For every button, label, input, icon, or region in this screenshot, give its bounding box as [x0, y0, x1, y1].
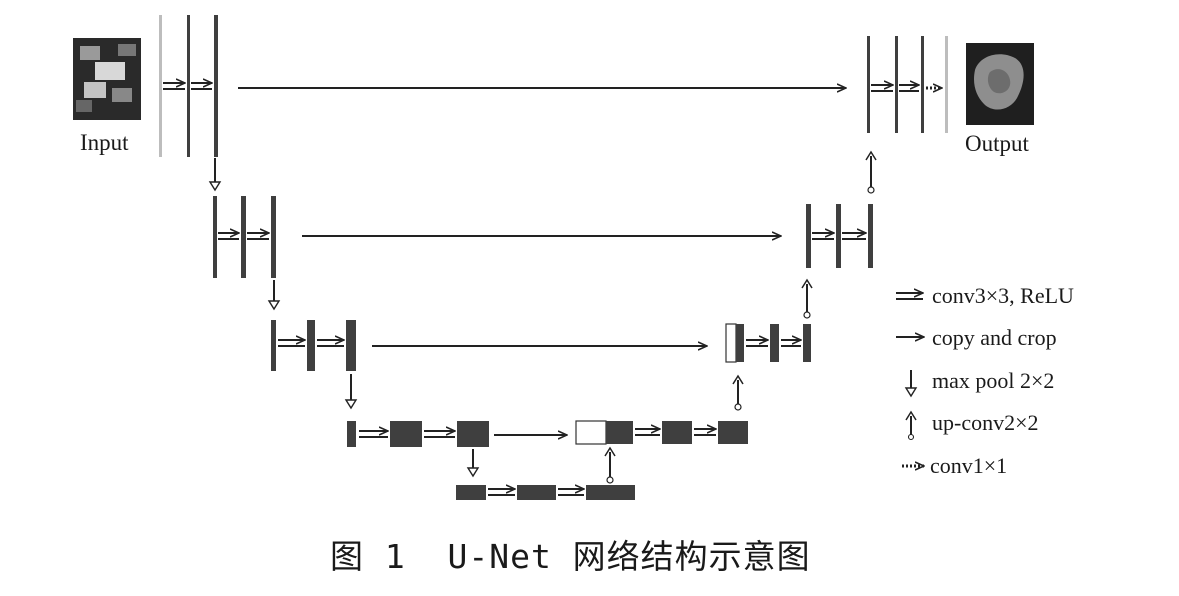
legend-label: copy and crop: [932, 325, 1057, 350]
level3-encoder: [271, 320, 356, 371]
output-image: [966, 43, 1034, 125]
input-image: [73, 38, 141, 120]
double-arrow-icon: [896, 293, 923, 300]
level3-decoder: [725, 323, 811, 363]
up-conv-1: [865, 150, 877, 194]
level2-encoder: [213, 196, 276, 278]
up-conv-4: [604, 446, 616, 484]
legend-label: up-conv2×2: [932, 410, 1039, 435]
arrow-up-icon: [905, 410, 917, 441]
max-pool-2: [267, 280, 281, 311]
legend-item-conv1x1: conv1×1: [902, 453, 1007, 478]
output-label: Output: [965, 131, 1030, 156]
level2-decoder: [806, 204, 873, 268]
legend-label: conv1×1: [930, 453, 1007, 478]
legend-item-up-conv: up-conv2×2: [905, 410, 1039, 441]
max-pool-4: [466, 449, 480, 478]
level4-decoder: [575, 420, 748, 445]
bottleneck: [456, 485, 635, 500]
legend-item-copy-crop: copy and crop: [896, 325, 1057, 350]
max-pool-1: [208, 158, 222, 192]
legend-label: conv3×3, ReLU: [932, 283, 1074, 308]
legend: conv3×3, ReLU copy and crop max pool 2×2…: [896, 283, 1074, 478]
level4-encoder: [347, 421, 489, 447]
up-conv-2: [801, 278, 813, 319]
legend-item-conv3x3: conv3×3, ReLU: [896, 283, 1074, 308]
legend-label: max pool 2×2: [932, 368, 1054, 393]
level1-encoder: [159, 15, 218, 157]
level1-decoder: [867, 36, 948, 133]
arrow-down-icon: [904, 370, 918, 398]
up-conv-3: [732, 374, 744, 411]
figure-caption: 图 1 U-Net 网络结构示意图: [330, 537, 811, 576]
input-label: Input: [80, 130, 129, 155]
legend-item-max-pool: max pool 2×2: [904, 368, 1054, 398]
max-pool-3: [344, 374, 358, 410]
